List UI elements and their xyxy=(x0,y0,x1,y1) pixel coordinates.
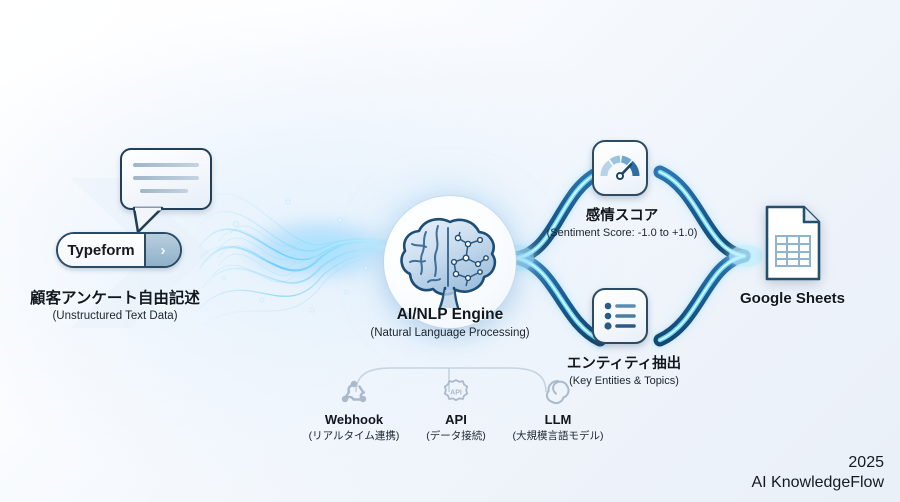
chevron-right-icon[interactable]: › xyxy=(144,234,180,266)
webhook-icon-wrap xyxy=(306,376,402,408)
brain-icon xyxy=(400,218,497,310)
sheets-label: Google Sheets xyxy=(740,290,846,307)
llm-openai-icon-wrap xyxy=(510,376,606,408)
sentiment-output-node[interactable] xyxy=(592,140,648,196)
entity-label-ja: エンティティ抽出 xyxy=(566,356,682,372)
engine-circle xyxy=(384,196,516,328)
api-gear-icon: API xyxy=(443,379,469,402)
ai-nlp-engine-node[interactable] xyxy=(384,196,516,328)
tech-stack-row: Webhook (リアルタイム連携) API API (データ接続) xyxy=(306,376,606,443)
sentiment-caption: 感情スコア (Sentiment Score: -1.0 to +1.0) xyxy=(534,204,710,239)
entity-label-en: (Key Entities & Topics) xyxy=(569,375,679,387)
google-sheets-node[interactable]: Google Sheets xyxy=(740,204,845,307)
bubble-text-line xyxy=(133,176,199,180)
footer-brand: AI KnowledgeFlow xyxy=(751,474,884,491)
sentiment-label-en: (Sentiment Score: -1.0 to +1.0) xyxy=(546,227,698,239)
tech-name: LLM xyxy=(544,412,572,427)
entity-output-node[interactable] xyxy=(592,288,648,344)
tech-item-llm[interactable]: LLM (大規模言語モデル) xyxy=(510,376,606,443)
tech-sub: (リアルタイム連携) xyxy=(308,430,400,442)
bubble-tail-icon xyxy=(132,206,164,234)
svg-text:API: API xyxy=(450,390,462,397)
gauge-icon xyxy=(600,155,640,180)
typeform-label: Typeform xyxy=(58,234,144,266)
gauge-icon-wrap xyxy=(592,140,648,196)
engine-caption: AI/NLP Engine (Natural Language Processi… xyxy=(340,306,560,339)
speech-bubble-node xyxy=(120,148,212,234)
footer: 2025 AI KnowledgeFlow xyxy=(751,454,884,492)
tech-sub: (大規模言語モデル) xyxy=(512,430,604,442)
llm-openai-icon xyxy=(545,380,570,405)
typeform-source-node[interactable]: Typeform › xyxy=(56,232,182,268)
tech-name: API xyxy=(445,412,467,427)
bubble-text-line xyxy=(140,189,188,193)
bullet-list-icon-wrap xyxy=(592,288,648,344)
api-gear-icon-wrap: API xyxy=(408,376,504,408)
sentiment-label-ja: 感情スコア xyxy=(585,208,659,224)
engine-label: AI/NLP Engine xyxy=(396,306,504,323)
bubble-text-line xyxy=(133,163,199,167)
entity-caption: エンティティ抽出 (Key Entities & Topics) xyxy=(544,352,704,387)
engine-sublabel: (Natural Language Processing) xyxy=(370,327,530,339)
tech-sub: (データ接続) xyxy=(426,430,486,442)
webhook-icon xyxy=(341,380,367,403)
bullet-list-icon xyxy=(604,302,636,330)
tech-item-api[interactable]: API API (データ接続) xyxy=(408,376,504,443)
google-sheets-doc-icon xyxy=(765,205,820,281)
source-caption: 顧客アンケート自由記述 (Unstructured Text Data) xyxy=(10,286,220,322)
source-label-ja: 顧客アンケート自由記述 xyxy=(30,290,200,307)
tech-name: Webhook xyxy=(324,412,384,427)
footer-year: 2025 xyxy=(848,454,884,471)
speech-bubble-icon xyxy=(120,148,212,234)
source-label-en: (Unstructured Text Data) xyxy=(52,310,178,322)
tech-item-webhook[interactable]: Webhook (リアルタイム連携) xyxy=(306,376,402,443)
typeform-button[interactable]: Typeform › xyxy=(56,232,182,268)
